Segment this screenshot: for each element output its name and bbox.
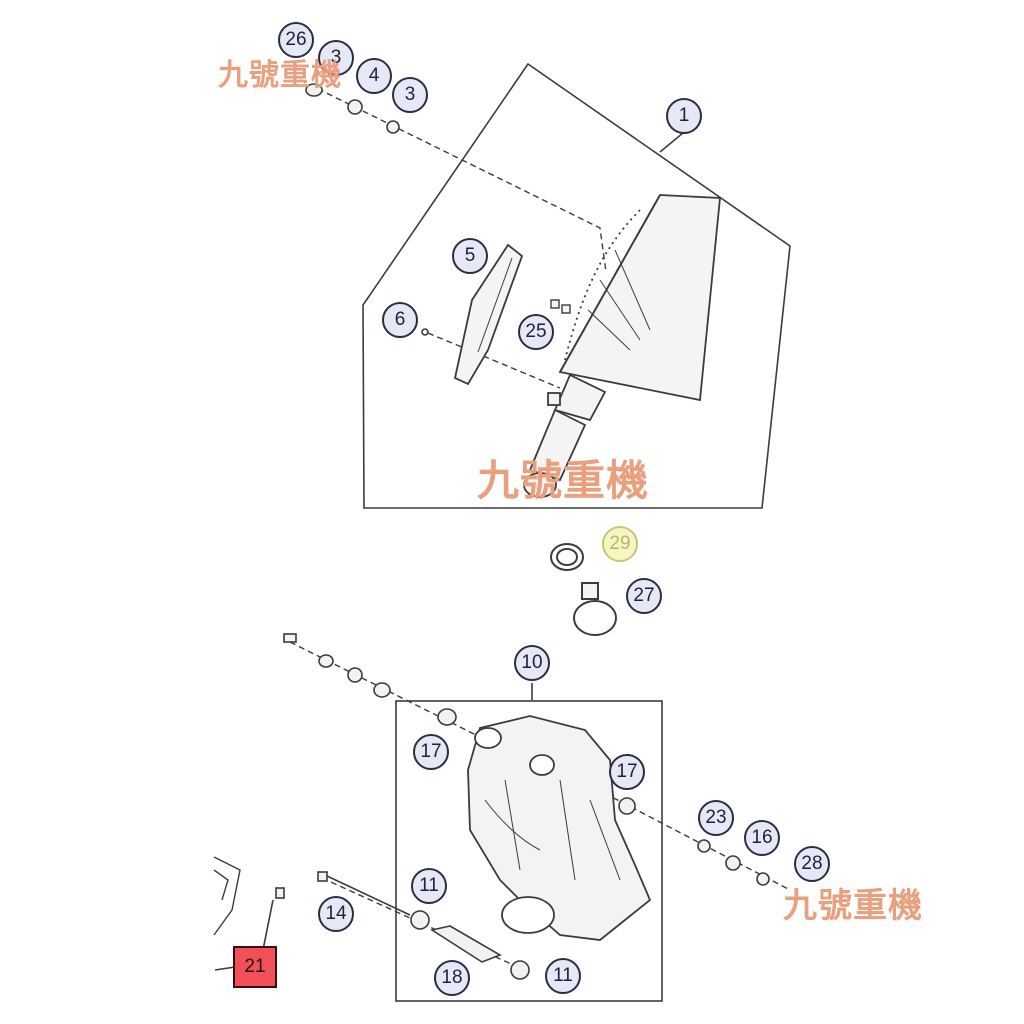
callout-26: 26 bbox=[278, 22, 314, 58]
grommet-26 bbox=[305, 83, 323, 97]
callout-21: 21 bbox=[233, 946, 277, 988]
callout-3-upper: 3 bbox=[318, 40, 354, 76]
watermark-center: 九號重機 bbox=[477, 456, 650, 505]
callout-11-upper: 11 bbox=[411, 868, 447, 904]
callout-18: 18 bbox=[434, 960, 470, 996]
gasket-29 bbox=[550, 543, 584, 571]
frame-bracket bbox=[213, 856, 241, 936]
washer-3b bbox=[386, 120, 400, 134]
callout-17-left: 17 bbox=[413, 734, 449, 770]
bolt-left bbox=[283, 633, 297, 643]
callout-27: 27 bbox=[626, 578, 662, 614]
callout-25: 25 bbox=[518, 314, 554, 350]
callout-4: 4 bbox=[356, 58, 392, 94]
bolt-axis-6 bbox=[427, 332, 561, 389]
header-pipe bbox=[467, 715, 652, 941]
callout-14: 14 bbox=[318, 896, 354, 932]
callout-23: 23 bbox=[698, 800, 734, 836]
callout-29: 29 bbox=[602, 526, 638, 562]
callout-1: 1 bbox=[666, 98, 702, 134]
spacer-17a bbox=[437, 708, 457, 726]
washer-3a bbox=[347, 99, 363, 115]
spacer-17b bbox=[618, 797, 636, 815]
callout-5: 5 bbox=[452, 238, 488, 274]
clamp-27 bbox=[573, 600, 617, 636]
nut-11b bbox=[510, 960, 530, 980]
leader-1 bbox=[659, 132, 684, 153]
watermark-right: 九號重機 bbox=[783, 886, 923, 926]
header-frame bbox=[395, 700, 663, 1002]
heat-shield bbox=[453, 243, 524, 386]
callout-11-lower: 11 bbox=[545, 958, 581, 994]
leader-21 bbox=[261, 899, 274, 956]
callout-28: 28 bbox=[794, 846, 830, 882]
muffler bbox=[523, 194, 721, 498]
muffler-frame bbox=[362, 62, 791, 509]
screw-6 bbox=[421, 328, 429, 336]
leader-21b bbox=[214, 966, 236, 971]
bolt-axis-upper bbox=[299, 79, 607, 273]
callout-16: 16 bbox=[744, 820, 780, 856]
callout-6: 6 bbox=[382, 302, 418, 338]
callout-17-right: 17 bbox=[609, 754, 645, 790]
callout-3-lower: 3 bbox=[392, 77, 428, 113]
callout-10: 10 bbox=[514, 645, 550, 681]
watermark-top: 九號重機 bbox=[218, 58, 342, 93]
spacer-11a bbox=[410, 910, 430, 930]
